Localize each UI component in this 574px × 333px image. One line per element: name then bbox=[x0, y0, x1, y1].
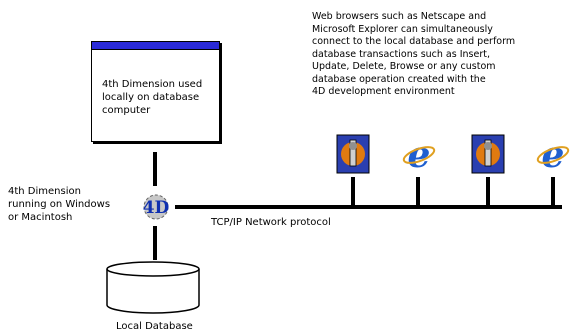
database-label: Local Database bbox=[116, 321, 193, 332]
internet-explorer-icon: e bbox=[402, 134, 436, 174]
description-text: Web browsers such as Netscape and Micros… bbox=[312, 11, 516, 97]
local-4d-window: 4th Dimension used locally on database c… bbox=[91, 41, 220, 142]
internet-explorer-icon: e bbox=[536, 134, 570, 174]
window-text: 4th Dimension used locally on database c… bbox=[102, 79, 203, 116]
database-cylinder-icon bbox=[106, 261, 200, 314]
svg-text:e: e bbox=[408, 134, 431, 174]
4d-server-icon: 4D bbox=[143, 194, 170, 220]
window-titlebar bbox=[92, 42, 219, 50]
svg-text:4D: 4D bbox=[143, 198, 170, 218]
network-label: TCP/IP Network protocol bbox=[211, 217, 331, 228]
server-label: 4th Dimension running on Windows or Maci… bbox=[8, 186, 111, 223]
svg-text:e: e bbox=[542, 134, 565, 174]
netscape-icon bbox=[471, 134, 505, 174]
netscape-icon bbox=[336, 134, 370, 174]
